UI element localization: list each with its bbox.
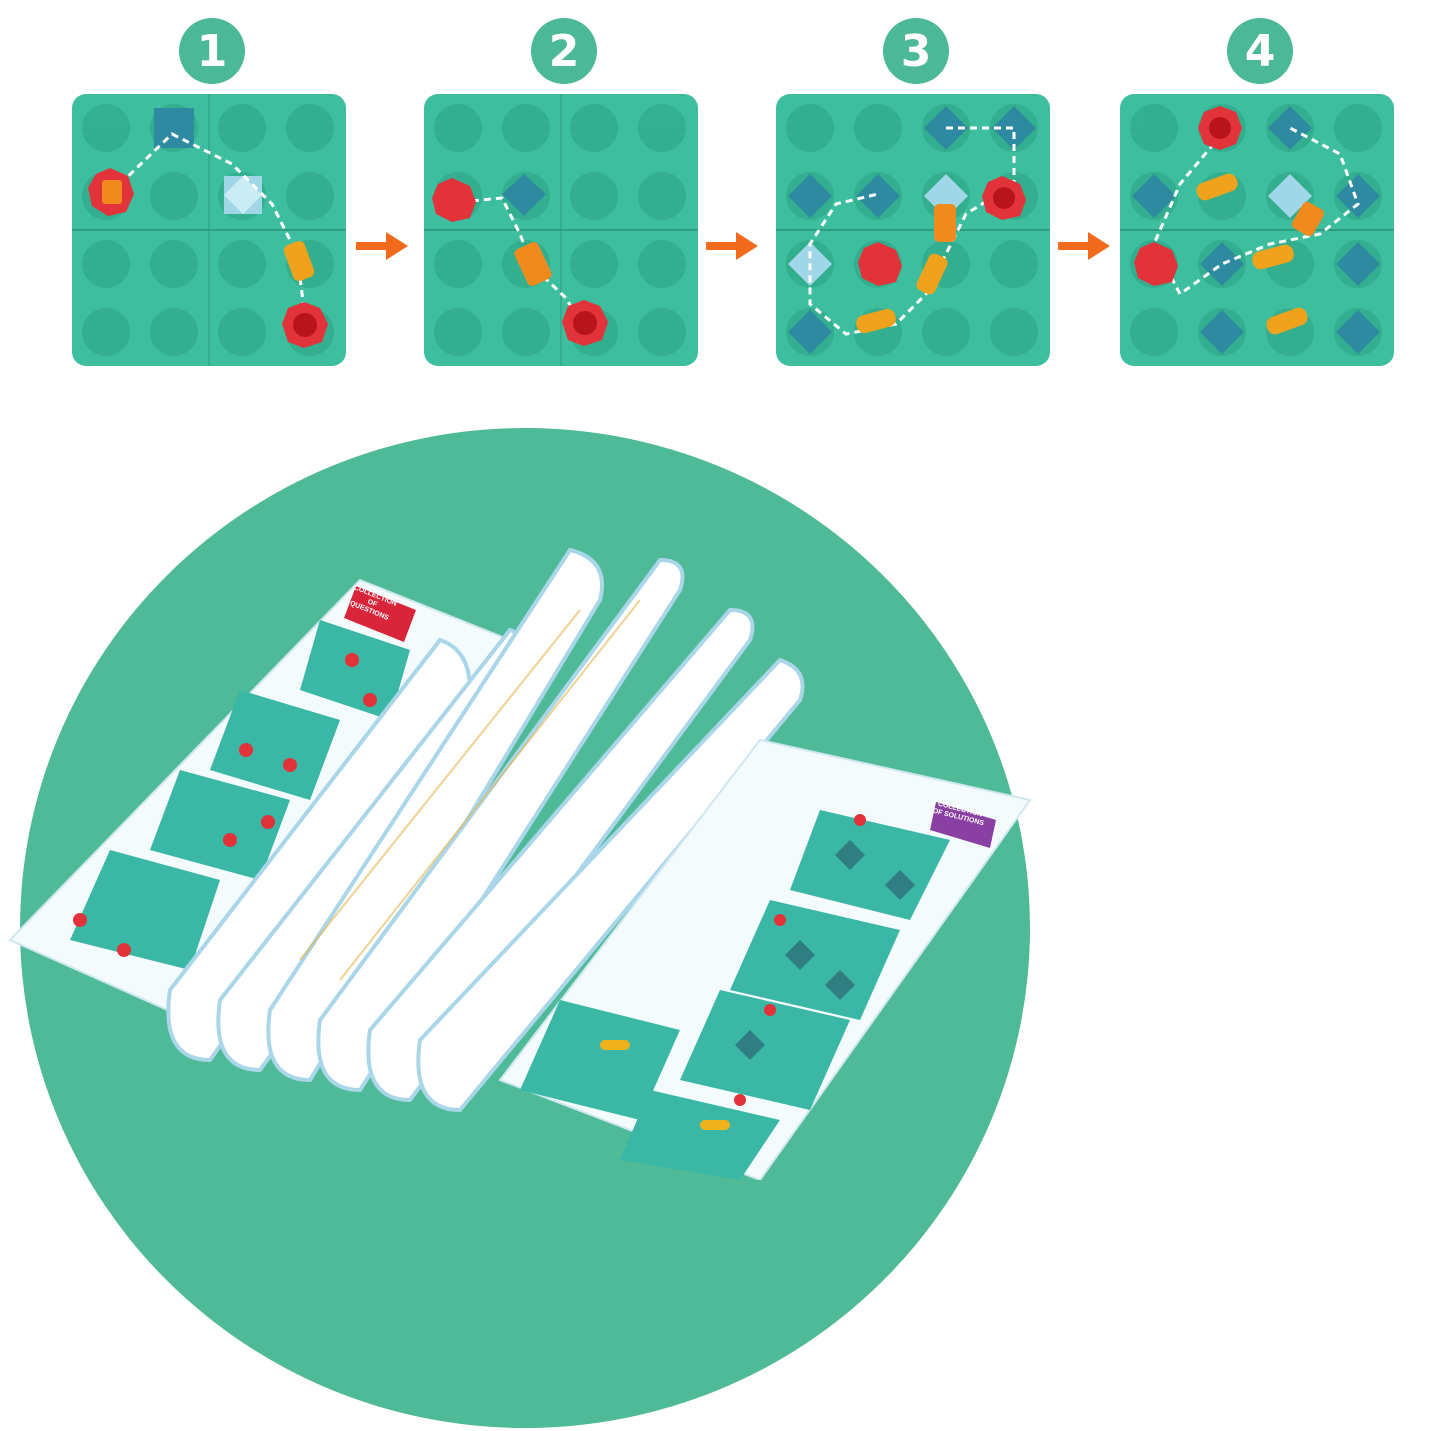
step-number-badge: 2 — [531, 18, 597, 84]
car-piece-icon — [102, 180, 122, 204]
step-4: 4 — [1120, 0, 1400, 380]
solutions-tag — [930, 802, 996, 848]
arrow-right-icon — [356, 232, 408, 260]
step-number-badge: 3 — [883, 18, 949, 84]
puzzle-board-step-2 — [424, 94, 698, 366]
step-1: 1 — [72, 0, 352, 380]
puzzle-board-step-3 — [776, 94, 1050, 366]
step-number-badge: 1 — [179, 18, 245, 84]
step-2: 2 — [424, 0, 704, 380]
puzzle-board-step-1 — [72, 94, 346, 366]
questions-tag — [344, 586, 416, 642]
arrow-right-icon — [1058, 232, 1110, 260]
step-number-badge: 4 — [1227, 18, 1293, 84]
arrow-right-icon — [706, 232, 758, 260]
puzzle-booklet — [8, 547, 1032, 1180]
step-3: 3 — [776, 0, 1056, 380]
puzzle-board-step-4 — [1120, 94, 1394, 366]
